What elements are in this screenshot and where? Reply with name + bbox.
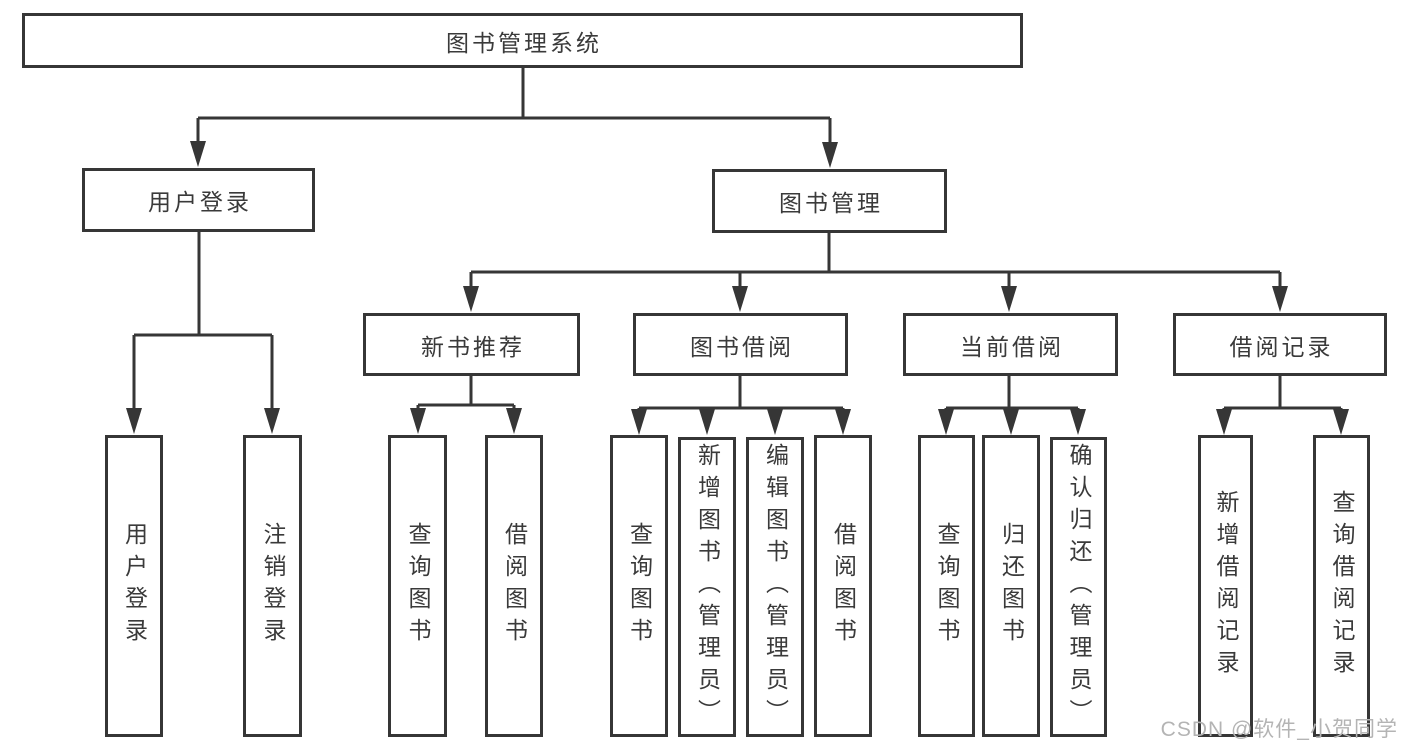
node-label: 借阅记录 xyxy=(1229,333,1334,360)
leaf-query-books-recommend: 查询图书 xyxy=(388,435,447,737)
leaf-label: 查询图书 xyxy=(626,522,653,650)
leaf-label: 查询借阅记录 xyxy=(1329,490,1355,682)
leaf-label: 查询图书 xyxy=(934,522,960,650)
leaf-label: 新增图书（管理员） xyxy=(694,443,721,731)
leaf-add-book-admin: 新增图书（管理员） xyxy=(678,437,736,737)
leaf-query-books-borrowing: 查询图书 xyxy=(610,435,668,737)
watermark-text: CSDN @软件_小贺同学 xyxy=(1160,718,1398,741)
leaf-label: 用户登录 xyxy=(121,522,148,650)
leaf-label: 借阅图书 xyxy=(830,522,857,650)
node-label: 当前借阅 xyxy=(960,333,1064,360)
leaf-label: 归还图书 xyxy=(998,522,1025,650)
node-book-borrowing: 图书借阅 xyxy=(633,313,848,376)
arrowheads xyxy=(126,141,1349,435)
leaf-borrow-books-borrowing: 借阅图书 xyxy=(814,435,872,737)
leaf-query-borrow-record: 查询借阅记录 xyxy=(1313,435,1370,737)
node-label: 图书借阅 xyxy=(690,333,794,360)
leaf-label: 确认归还（管理员） xyxy=(1066,443,1092,731)
leaf-logout: 注销登录 xyxy=(243,435,302,737)
leaf-label: 编辑图书（管理员） xyxy=(762,443,789,731)
node-new-book-recommend: 新书推荐 xyxy=(363,313,580,376)
leaf-edit-book-admin: 编辑图书（管理员） xyxy=(746,437,804,737)
node-label: 图书管理 xyxy=(779,190,883,216)
leaf-user-login: 用户登录 xyxy=(105,435,163,737)
leaf-return-book: 归还图书 xyxy=(982,435,1040,737)
node-current-borrowing: 当前借阅 xyxy=(903,313,1118,376)
leaf-label: 查询图书 xyxy=(405,522,431,650)
node-borrowing-records: 借阅记录 xyxy=(1173,313,1387,376)
node-label: 图书管理系统 xyxy=(446,29,602,56)
leaf-query-books-current: 查询图书 xyxy=(918,435,975,737)
leaf-label: 注销登录 xyxy=(260,522,286,650)
node-user-login: 用户登录 xyxy=(82,168,315,232)
node-root-system: 图书管理系统 xyxy=(22,13,1023,68)
leaf-confirm-return-admin: 确认归还（管理员） xyxy=(1050,437,1107,737)
node-book-management: 图书管理 xyxy=(712,169,947,233)
node-label: 新书推荐 xyxy=(421,333,525,360)
leaf-label: 新增借阅记录 xyxy=(1213,490,1239,682)
leaf-label: 借阅图书 xyxy=(501,522,528,650)
leaf-add-borrow-record: 新增借阅记录 xyxy=(1198,435,1253,737)
node-label: 用户登录 xyxy=(148,189,252,215)
leaf-borrow-books-recommend: 借阅图书 xyxy=(485,435,543,737)
